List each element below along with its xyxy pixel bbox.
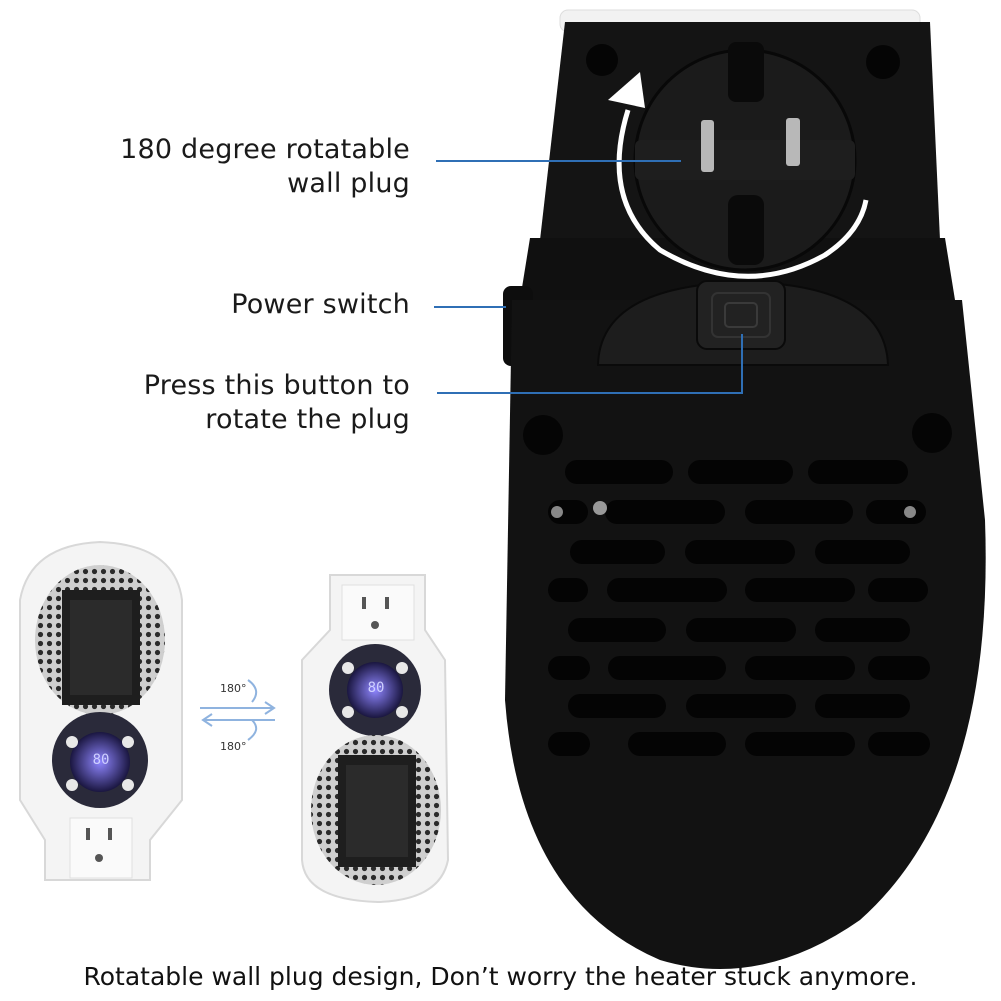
callout-plug-line2: wall plug [287, 168, 410, 199]
display-readout-right: 80 [367, 680, 385, 696]
bottom-caption: Rotatable wall plug design, Don’t worry … [83, 962, 918, 991]
leader-line-plug [436, 160, 681, 162]
rotation-label-bottom: 180° [220, 740, 247, 753]
display-readout-left: 80 [92, 752, 110, 768]
rotation-arc-icon [616, 109, 869, 279]
leader-line-button-vertical [741, 334, 743, 394]
callout-rotate-button: Press this button to rotate the plug [60, 369, 410, 437]
swap-arrows-icon [200, 679, 276, 741]
callout-rotatable-plug: 180 degree rotatable wall plug [60, 133, 410, 201]
leader-line-power [434, 306, 506, 308]
callout-plug-line1: 180 degree rotatable [120, 134, 410, 165]
rotation-label-top: 180° [220, 682, 247, 695]
vent-slots [548, 460, 930, 756]
small-heater-right [301, 574, 450, 904]
large-heater-back [503, 9, 986, 969]
callout-button-line1: Press this button to [143, 370, 410, 401]
plug-prong-right [786, 118, 800, 166]
small-heater-left [19, 540, 183, 881]
callout-button-line2: rotate the plug [205, 404, 410, 435]
leader-line-button [437, 392, 743, 394]
plug-prong-left [701, 120, 714, 172]
callout-power-switch: Power switch [231, 289, 410, 320]
